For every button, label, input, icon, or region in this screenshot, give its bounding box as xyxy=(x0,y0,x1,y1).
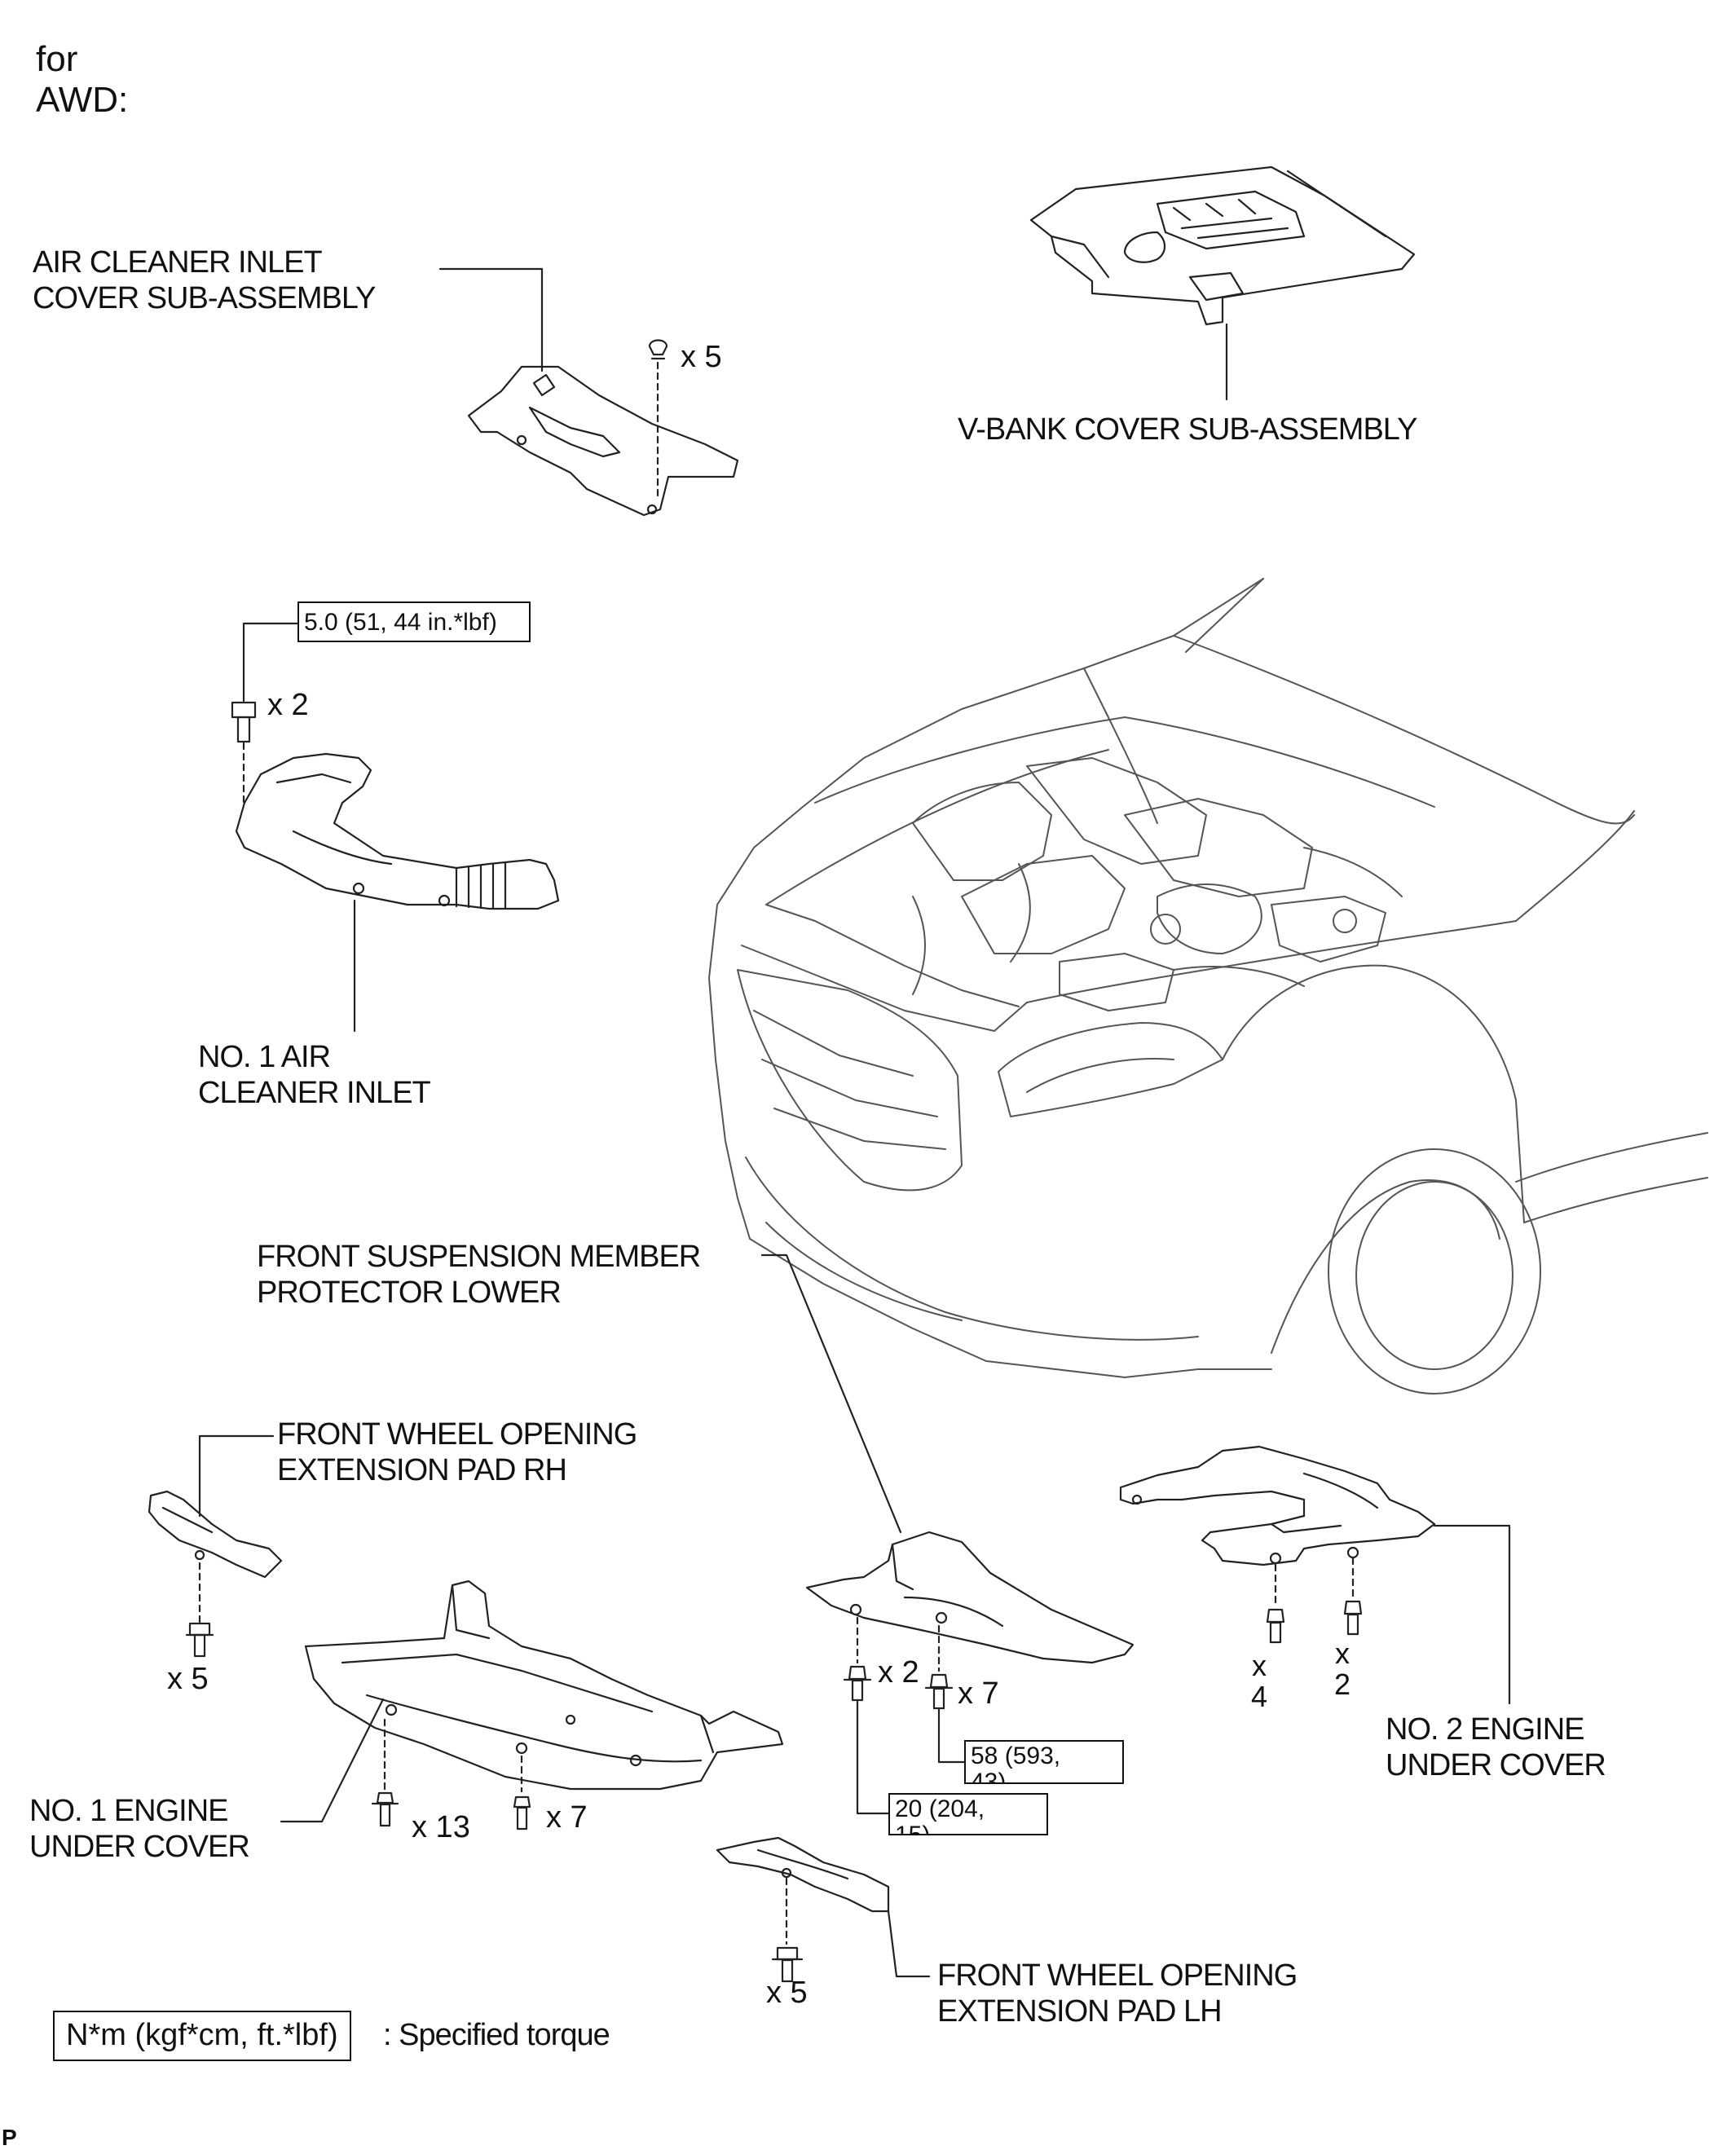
bolt-fastener-icon xyxy=(771,1946,804,1983)
label-line: EXTENSION PAD RH xyxy=(277,1453,567,1487)
label-line: CLEANER INLET xyxy=(198,1076,431,1110)
torque-box-protector-b: 58 (593, 43) xyxy=(964,1740,1124,1784)
qty-protector-bolts-b: x 7 xyxy=(958,1676,999,1711)
torque-box-protector-a: 20 (204, 15) xyxy=(888,1793,1048,1835)
air-cleaner-inlet-cover-part xyxy=(467,365,739,517)
label-line: UNDER COVER xyxy=(1386,1748,1606,1782)
qty-no2-cover-bolts-a: x 4 xyxy=(1243,1650,1276,1712)
label-pad-lh: FRONT WHEEL OPENING EXTENSION PAD LH xyxy=(937,1958,1298,2029)
label-line: NO. 1 AIR xyxy=(198,1040,331,1074)
torque-leader xyxy=(937,1708,967,1764)
label-line: NO. 2 ENGINE xyxy=(1386,1712,1584,1747)
bolt-fastener-icon xyxy=(513,1795,531,1831)
label-line: COVER SUB-ASSEMBLY xyxy=(33,281,377,315)
torque-line: 43) xyxy=(971,1769,1007,1784)
bolt-fastener-icon xyxy=(843,1665,872,1702)
label-line: FRONT WHEEL OPENING xyxy=(937,1958,1298,1993)
label-line: AIR CLEANER INLET xyxy=(33,245,323,280)
torque-line: 58 (593, xyxy=(971,1742,1061,1769)
no-2-engine-under-cover-part xyxy=(1119,1445,1436,1566)
qty-line: x xyxy=(1252,1649,1267,1682)
no-1-engine-under-cover-leader xyxy=(280,1698,385,1823)
label-line: PROTECTOR LOWER xyxy=(257,1275,562,1310)
label-line: NO. 1 ENGINE xyxy=(29,1794,228,1828)
legend-torque-box: N*m (kgf*cm, ft.*lbf) xyxy=(53,2011,351,2061)
vehicle-front-outline xyxy=(708,578,1708,1394)
qty-line: 4 xyxy=(1250,1680,1268,1713)
label-line: FRONT SUSPENSION MEMBER xyxy=(257,1240,701,1274)
pad-rh-leader xyxy=(198,1434,275,1518)
front-suspension-protector-part xyxy=(805,1531,1135,1664)
qty-protector-bolts-a: x 2 xyxy=(878,1655,919,1690)
qty-under-cover-bolts-a: x 13 xyxy=(412,1810,470,1844)
qty-inlet-cover-clips: x 5 xyxy=(681,340,722,374)
variant-line-1: for xyxy=(36,39,78,79)
label-air-cleaner-inlet-cover: AIR CLEANER INLET COVER SUB-ASSEMBLY xyxy=(33,245,377,316)
label-line: UNDER COVER xyxy=(29,1830,250,1864)
bolt-fastener-icon xyxy=(185,1622,214,1658)
label-no-1-air-cleaner-inlet: NO. 1 AIR CLEANER INLET xyxy=(198,1039,431,1111)
clip-fastener-icon xyxy=(648,339,668,360)
no-1-air-cleaner-inlet-part xyxy=(235,752,560,910)
variant-line-2: AWD: xyxy=(36,80,129,120)
qty-pad-lh-clips: x 5 xyxy=(766,1976,808,2010)
bolt-fastener-icon xyxy=(231,701,257,743)
torque-line: 20 (204, xyxy=(895,1795,985,1822)
footer-mark: P xyxy=(2,2125,17,2150)
label-pad-rh: FRONT WHEEL OPENING EXTENSION PAD RH xyxy=(277,1416,637,1488)
pad-rh-part xyxy=(148,1490,283,1579)
no-2-engine-under-cover-leader xyxy=(1433,1524,1511,1705)
bolt-fastener-icon xyxy=(1266,1608,1285,1644)
variant-heading: for AWD: xyxy=(36,39,128,121)
label-line: EXTENSION PAD LH xyxy=(937,1994,1223,2029)
bolt-fastener-icon xyxy=(1343,1600,1363,1636)
label-v-bank-cover: V-BANK COVER SUB-ASSEMBLY xyxy=(958,412,1417,447)
torque-leader xyxy=(856,1700,890,1815)
label-no-2-engine-under-cover: NO. 2 ENGINE UNDER COVER xyxy=(1386,1712,1606,1783)
torque-box-air-inlet: 5.0 (51, 44 in.*lbf) xyxy=(297,601,531,642)
torque-leader xyxy=(242,622,299,703)
v-bank-cover-part xyxy=(1029,165,1416,326)
front-suspension-protector-leader xyxy=(760,1253,902,1534)
bolt-fastener-icon xyxy=(371,1791,399,1827)
bolt-fastener-icon xyxy=(924,1673,954,1710)
label-front-suspension-protector: FRONT SUSPENSION MEMBER PROTECTOR LOWER xyxy=(257,1239,701,1311)
label-no-1-engine-under-cover: NO. 1 ENGINE UNDER COVER xyxy=(29,1793,250,1865)
pad-lh-leader xyxy=(887,1910,931,1978)
label-line: FRONT WHEEL OPENING xyxy=(277,1417,637,1452)
qty-air-inlet-bolts: x 2 xyxy=(267,688,309,722)
no-1-engine-under-cover-part xyxy=(304,1579,784,1791)
torque-line: 15) xyxy=(895,1822,931,1835)
qty-pad-rh-clips: x 5 xyxy=(167,1662,209,1696)
qty-no2-cover-bolts-b: x 2 xyxy=(1326,1638,1359,1700)
air-cleaner-inlet-cover-leader xyxy=(438,267,544,372)
pad-lh-part xyxy=(716,1836,890,1913)
qty-line: 2 xyxy=(1333,1668,1351,1701)
legend-torque-meaning: : Specified torque xyxy=(383,2018,610,2052)
qty-under-cover-bolts-b: x 7 xyxy=(546,1800,588,1835)
qty-line: x xyxy=(1335,1637,1350,1670)
